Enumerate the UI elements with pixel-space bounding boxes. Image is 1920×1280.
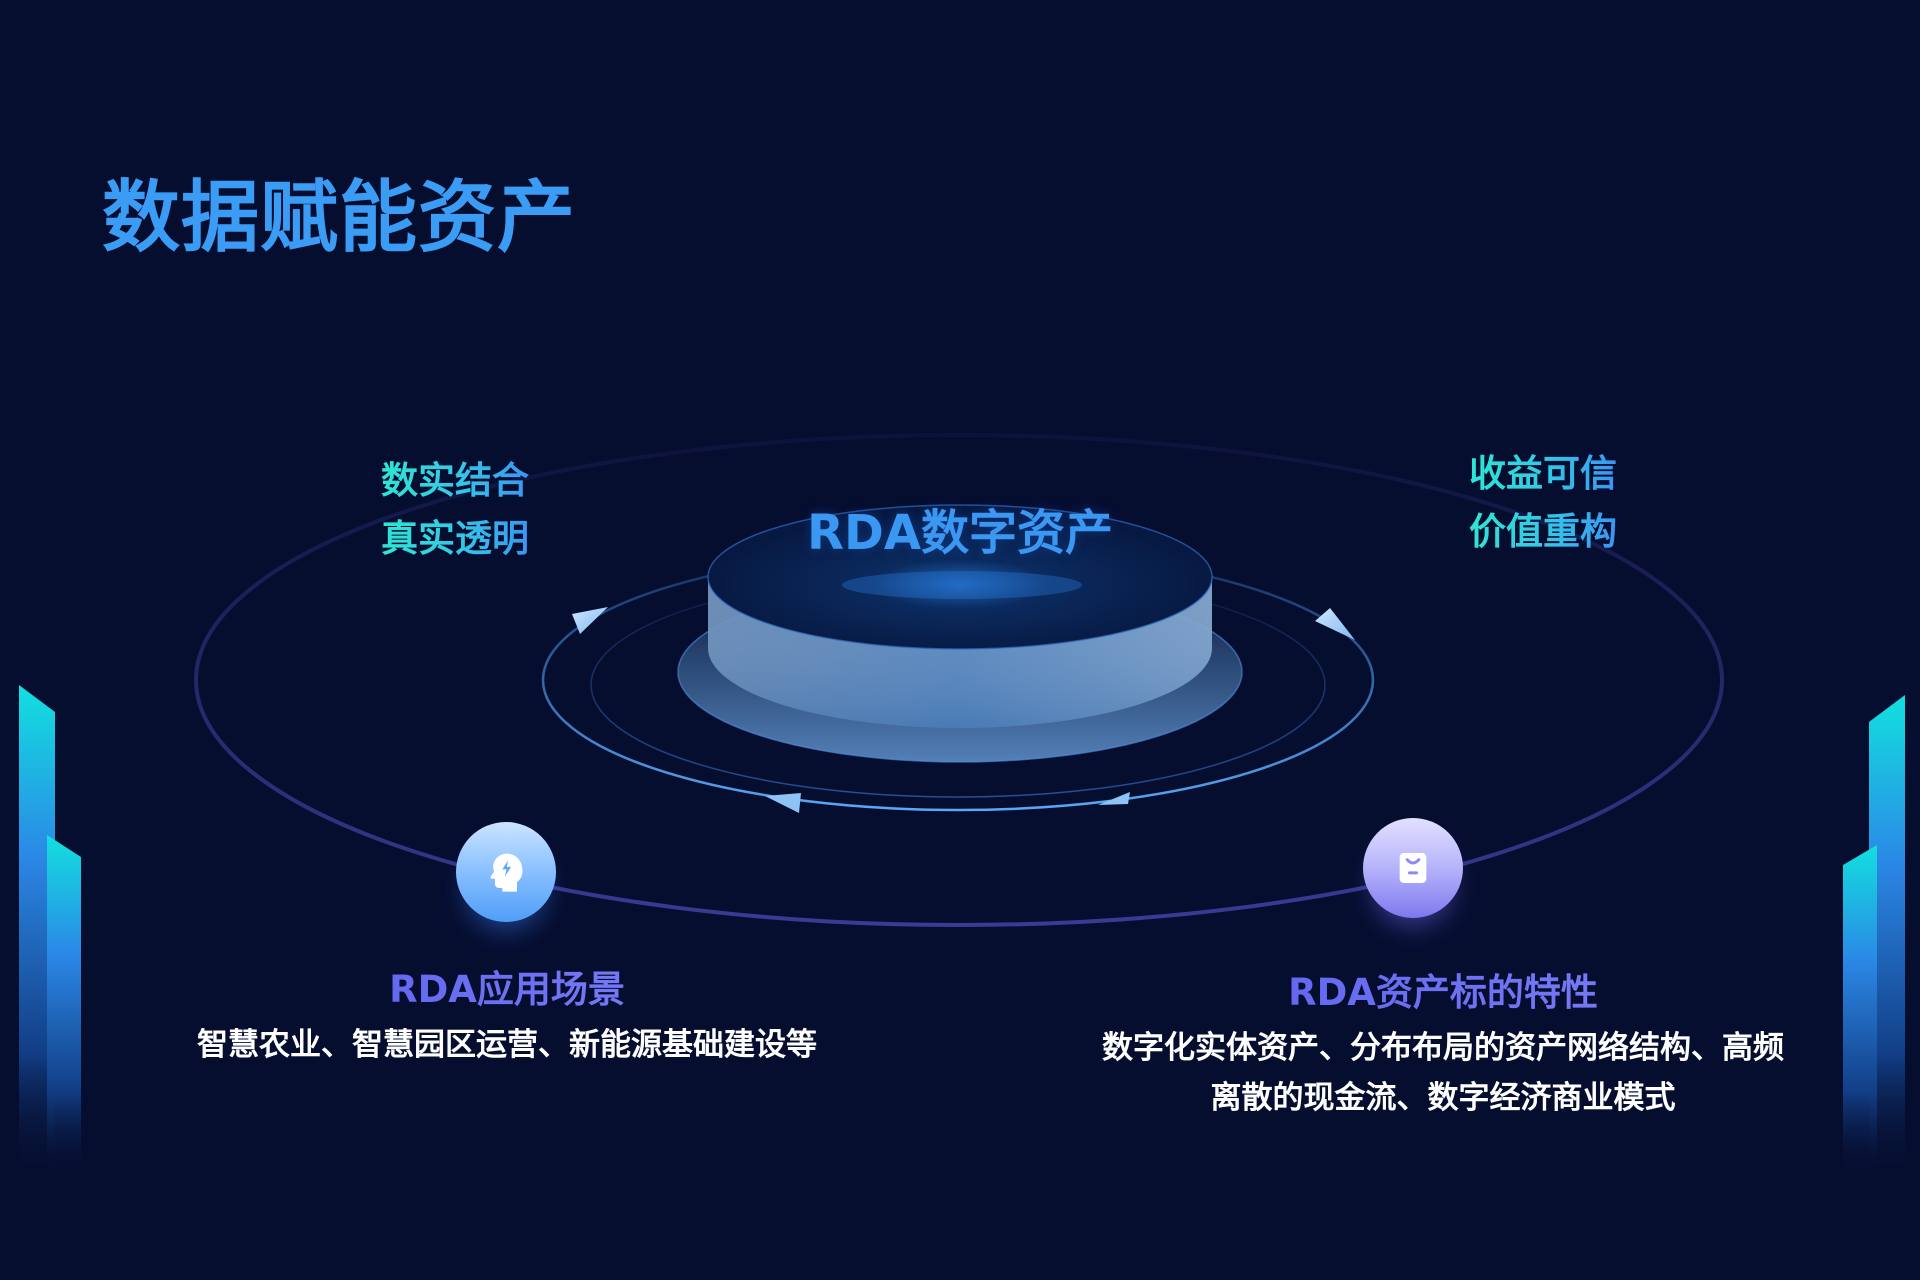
- orbit-arrow-icon: [572, 607, 608, 634]
- orbit-arrow-icon: [1098, 792, 1130, 805]
- top-left-label: 数实结合 真实透明: [305, 452, 605, 568]
- orbit-arrow-icon: [765, 793, 801, 813]
- left-bar-short: [47, 835, 81, 1175]
- node-title: RDA资产标的特性: [1193, 971, 1693, 1015]
- right-bar-short: [1843, 845, 1877, 1175]
- top-right-label: 收益可信 价值重构: [1393, 445, 1693, 561]
- node-description-line: 智慧农业、智慧园区运营、新能源基础建设等: [197, 1027, 817, 1063]
- top-left-label-line: 真实透明: [381, 510, 529, 568]
- top-right-label-line: 价值重构: [1469, 503, 1617, 561]
- page-title: 数据赋能资产: [102, 173, 577, 264]
- node-description: 智慧农业、智慧园区运营、新能源基础建设等: [107, 1020, 907, 1070]
- cylinder-top: [708, 505, 1212, 649]
- orbit-arrow-icon: [1315, 608, 1355, 640]
- center-label: RDA数字资产: [807, 505, 1113, 561]
- node-title: RDA应用场景: [307, 968, 707, 1012]
- node-description-line: 离散的现金流、数字经济商业模式: [1210, 1080, 1676, 1116]
- top-right-label-line: 收益可信: [1469, 445, 1617, 503]
- tag-badge-icon: [1399, 853, 1427, 883]
- node-asset-characteristics: [1363, 818, 1463, 918]
- node-application-scenarios: [456, 822, 556, 922]
- outer-orbit-ring: [194, 433, 1724, 927]
- node-description-line: 数字化实体资产、分布布局的资产网络结构、高频: [1102, 1030, 1784, 1066]
- right-bar-tall: [1869, 695, 1905, 1175]
- head-lightning-icon: [490, 853, 523, 892]
- top-left-label-line: 数实结合: [381, 452, 529, 510]
- left-bar-tall: [19, 685, 55, 1175]
- node-description: 数字化实体资产、分布布局的资产网络结构、高频 离散的现金流、数字经济商业模式: [1043, 1023, 1843, 1123]
